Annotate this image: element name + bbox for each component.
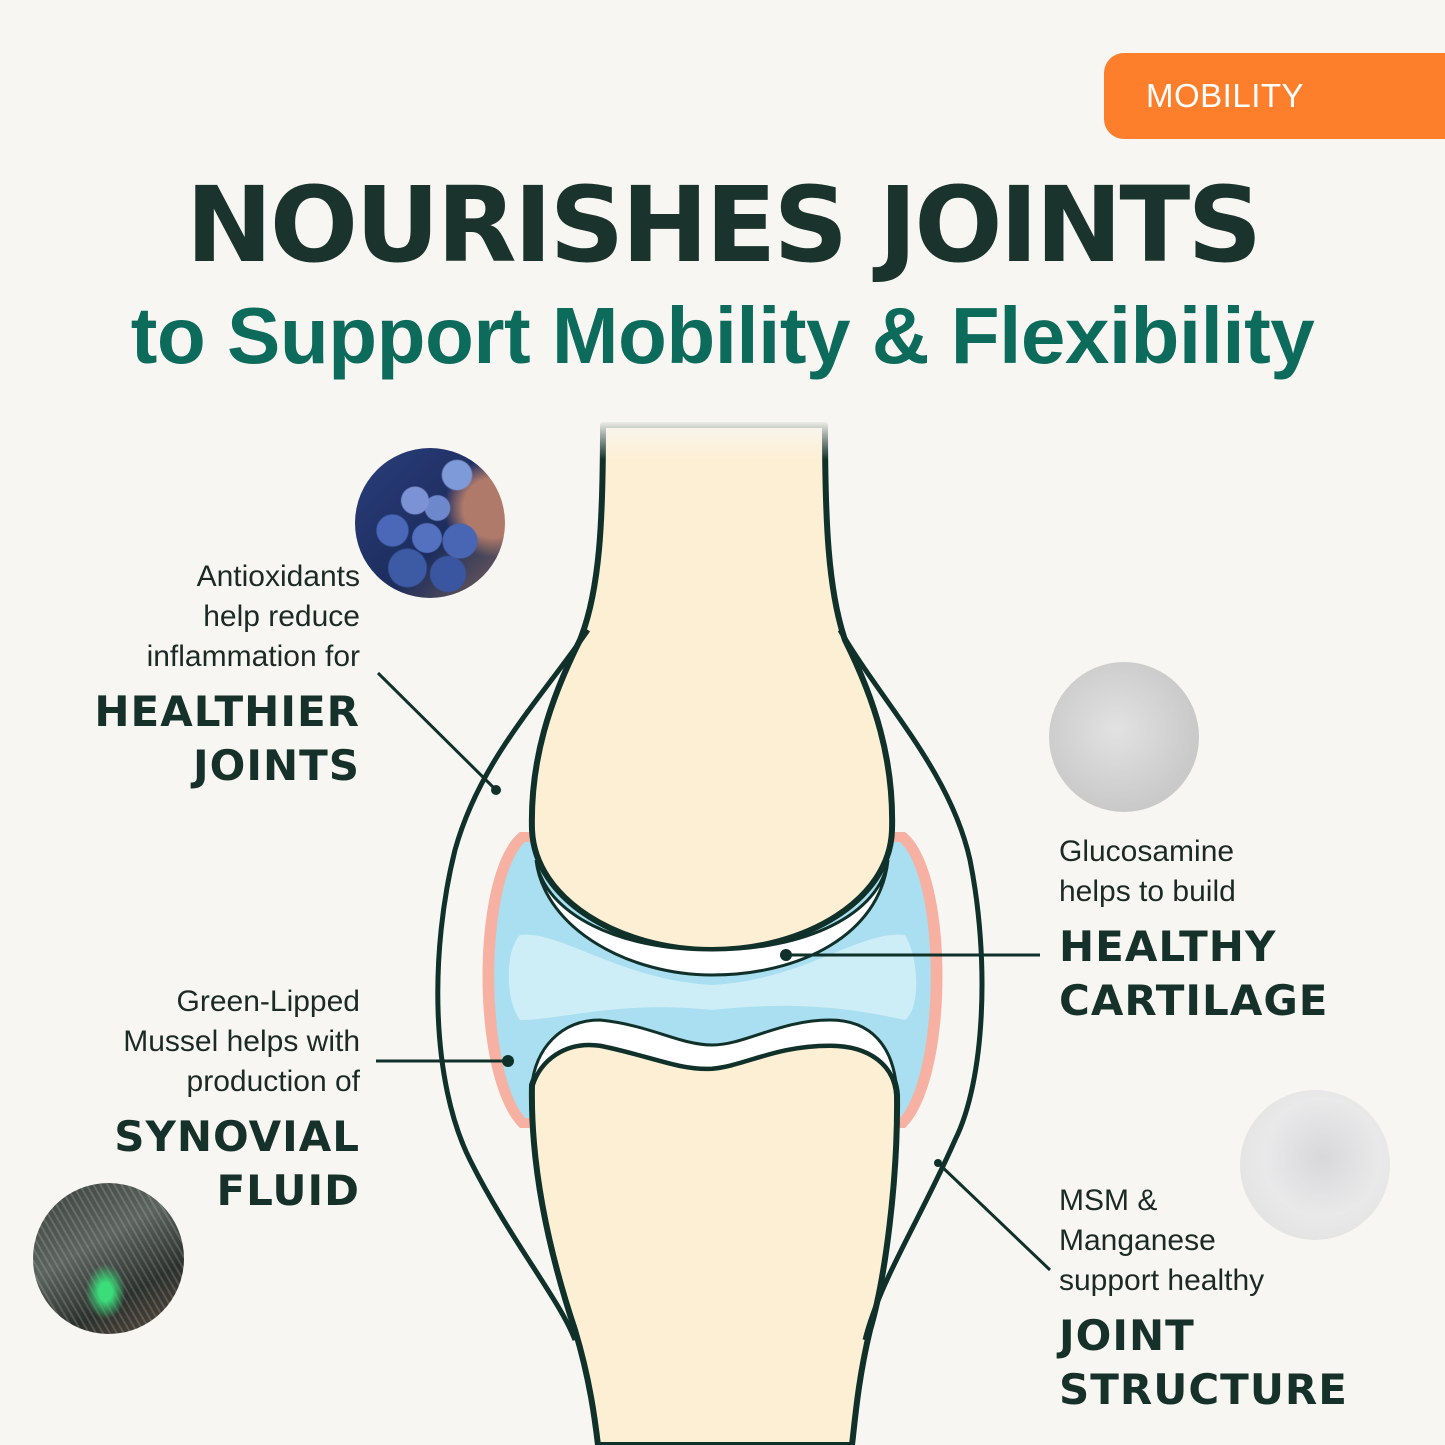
subheadline: to Support Mobility & Flexibility	[130, 291, 1315, 380]
upper-cartilage	[534, 859, 890, 977]
mussel-shell-photo	[33, 1183, 184, 1334]
callout-antioxidants-description: Antioxidants help reduce inflammation fo…	[146, 560, 360, 673]
upper-bone	[528, 422, 896, 953]
category-badge-label: MOBILITY	[1146, 77, 1305, 114]
callout-mussel-title: SYNOVIAL FLUID	[114, 1112, 360, 1215]
category-badge: MOBILITY	[1104, 53, 1445, 139]
lower-bone	[528, 1041, 901, 1445]
headline: NOURISHES JOINTS	[185, 164, 1262, 286]
grapes-photo	[355, 448, 505, 598]
callout-mussel-description: Green-Lipped Mussel helps with productio…	[123, 985, 360, 1098]
joint-capsule-left	[435, 628, 591, 1341]
joint-capsule-right	[837, 628, 985, 1341]
lower-cartilage	[530, 1018, 899, 1096]
callout-antioxidants-title: HEALTHIER JOINTS	[94, 687, 360, 790]
callout-antioxidants: Antioxidants help reduce inflammation fo…	[40, 557, 360, 793]
leader-line-antioxidants	[376, 671, 498, 792]
callout-msm-description: MSM & Manganese support healthy	[1059, 1184, 1265, 1297]
leader-line-msm	[936, 1161, 1052, 1272]
callout-msm-manganese: MSM & Manganese support healthy JOINT ST…	[1059, 1181, 1419, 1417]
callout-glucosamine: Glucosamine helps to build HEALTHY CARTI…	[1059, 832, 1419, 1028]
msm-powder-photo	[1240, 1090, 1390, 1240]
glucosamine-powder-photo	[1049, 662, 1199, 812]
callout-glucosamine-description: Glucosamine helps to build	[1059, 835, 1236, 908]
synovial-fluid-inner	[508, 934, 917, 1020]
callout-green-lipped-mussel: Green-Lipped Mussel helps with productio…	[20, 982, 360, 1218]
callout-msm-title: JOINT STRUCTURE	[1059, 1311, 1348, 1414]
callout-glucosamine-title: HEALTHY CARTILAGE	[1059, 922, 1329, 1025]
